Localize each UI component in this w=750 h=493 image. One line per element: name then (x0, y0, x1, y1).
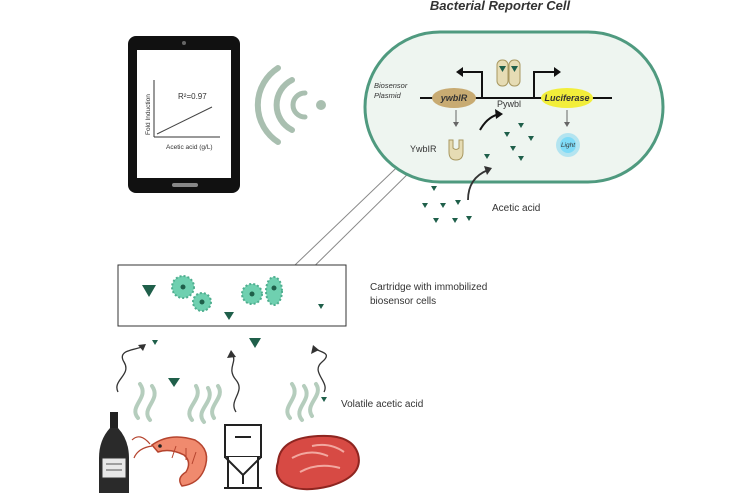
light-arrow-head (564, 122, 570, 127)
volatile-acid-molecules (152, 338, 327, 402)
acetic-acid-label: Acetic acid (492, 203, 540, 214)
cartridge-box (117, 264, 347, 327)
acetic-acid-molecules (422, 186, 472, 223)
plot-trend-line (156, 106, 213, 135)
tablet-camera (182, 41, 186, 45)
vapor-arrow-head-3 (311, 345, 319, 354)
volatile-label: Volatile acetic acid (341, 399, 423, 410)
gene-ywbir-label: ywbIR (440, 93, 468, 103)
bound-acid-2 (511, 66, 518, 72)
bound-protein-right (508, 59, 521, 87)
protein-label: YwbIR (410, 144, 437, 154)
vapor-arrow-head-2 (227, 350, 236, 358)
zoom-line-1 (271, 149, 416, 288)
cartridge-acid-1 (142, 285, 156, 297)
cartridge-label: Cartridge with immobilized biosensor cel… (370, 282, 490, 307)
plot-y-label: Fold Induction (145, 94, 152, 135)
light-label: Light (561, 142, 576, 149)
tablet: R²=0.97 Fold Induction Acetic acid (g/L) (128, 36, 240, 193)
bound-acid-1 (499, 66, 506, 72)
acid-entry-arrow (467, 169, 489, 201)
tablet-screen (137, 50, 231, 178)
champagne-bottle (99, 412, 129, 493)
shrimp (131, 436, 208, 487)
bacterium-2 (192, 292, 212, 312)
bacterium-3 (241, 283, 263, 305)
promoter-arrow-right (533, 71, 556, 98)
cartridge-acid-2 (224, 312, 234, 320)
cell-acid-molecules (484, 123, 534, 161)
cartridge-acid-3 (318, 304, 324, 309)
plot-x-label: Acetic acid (g/L) (166, 144, 213, 151)
free-protein (448, 139, 464, 161)
diagram-title: Bacterial Reporter Cell (430, 0, 571, 13)
gene-luciferase (541, 88, 593, 108)
reporter-cell: Biosensor Plasmid ywbIR Pywbl Luciferase… (363, 30, 665, 184)
vapor-arrow-head-1 (138, 344, 146, 351)
gene-luciferase-label: Luciferase (544, 93, 589, 103)
promoter-arrow-left-head (456, 67, 463, 77)
light-glow (560, 137, 576, 153)
promoter-arrow-right-head (554, 67, 561, 77)
promoter-arrow-left (460, 71, 483, 98)
fermenter-tank (224, 424, 262, 489)
cell-membrane (363, 30, 665, 184)
wifi-icon (254, 65, 326, 145)
steak (275, 434, 360, 491)
promoter-label: Pywbl (497, 99, 521, 109)
binding-arrow-head (495, 109, 503, 119)
expression-arrow-head (453, 122, 459, 127)
gene-ywbir (432, 88, 476, 108)
plot-r2: R²=0.97 (178, 92, 207, 101)
plasmid-label: Biosensor Plasmid (374, 81, 409, 100)
bacterium-4 (265, 276, 283, 306)
bound-protein-left (496, 59, 509, 87)
vapor-wisps (133, 382, 320, 424)
acid-entry-arrow-head (484, 166, 492, 175)
cartridge (117, 264, 347, 327)
vapor-arrows (116, 345, 328, 413)
bacterium-1 (171, 275, 195, 299)
tablet-home-button (172, 183, 198, 187)
